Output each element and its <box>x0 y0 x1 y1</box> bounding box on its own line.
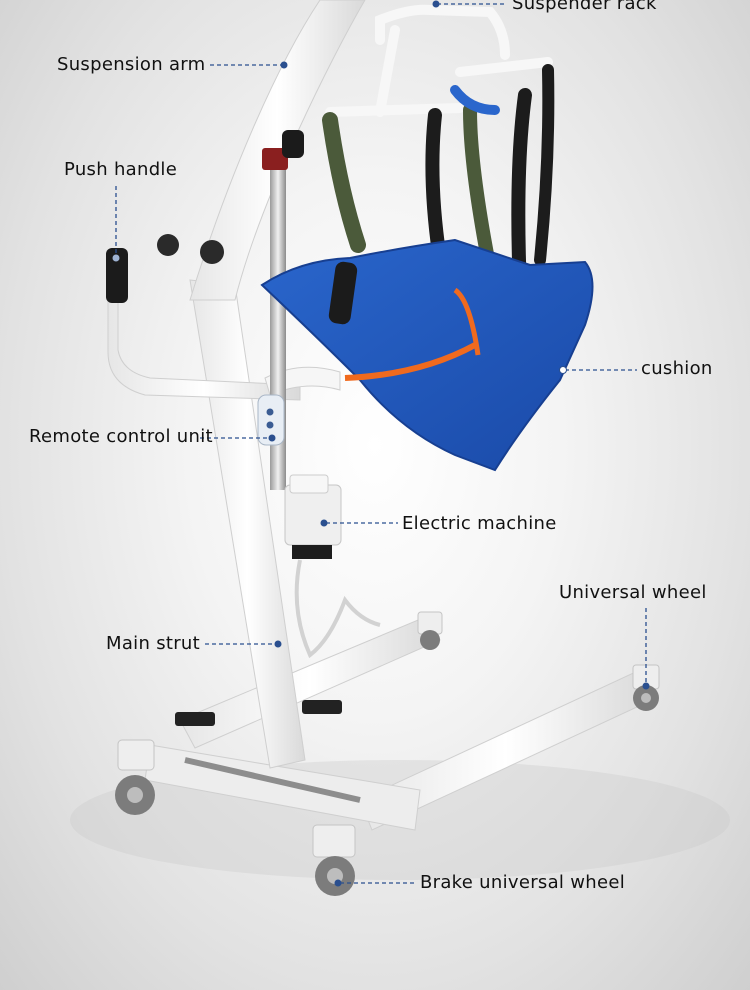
label-cushion: cushion <box>641 358 713 379</box>
leader-dots <box>112 0 650 887</box>
leader-lines <box>115 3 647 884</box>
remote-control <box>257 394 285 446</box>
label-universal-wheel: Universal wheel <box>559 582 707 603</box>
suspender-rack <box>325 4 553 117</box>
push-handle-grip <box>106 248 128 303</box>
orange-strap <box>344 342 477 381</box>
label-main-strut: Main strut <box>106 633 200 654</box>
label-remote-control-unit: Remote control unit <box>29 426 213 447</box>
label-brake-universal-wheel: Brake universal wheel <box>420 872 626 893</box>
label-push-handle: Push handle <box>64 159 178 180</box>
label-electric-machine: Electric machine <box>402 513 557 534</box>
label-suspender-rack: Suspender rack <box>512 0 657 14</box>
power-cable <box>294 559 381 659</box>
sling-cushion <box>260 238 594 472</box>
label-suspension-arm: Suspension arm <box>57 54 206 75</box>
electric-machine-box <box>284 474 342 559</box>
